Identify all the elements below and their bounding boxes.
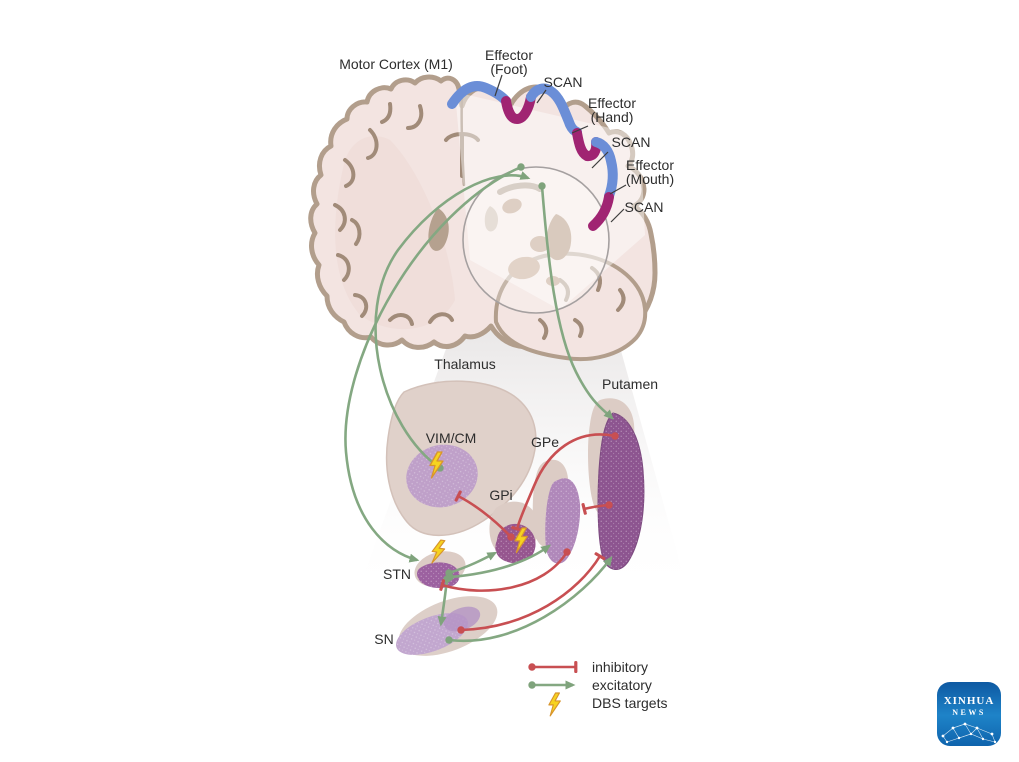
inhibitory-connections [439, 432, 619, 634]
label-scan-2: SCAN [611, 134, 651, 150]
legend-icons [528, 661, 578, 717]
label-leader-lines [494, 74, 627, 223]
connection-cortex-to-putamen [538, 182, 614, 420]
label-thalamus: Thalamus [434, 356, 496, 372]
xinhua-news-logo: XINHUA NEWS [937, 682, 1001, 746]
connection-putamen-to-gpi [511, 432, 619, 532]
band-scan-1 [501, 92, 536, 125]
connection-gpi-to-vimcm [454, 490, 515, 541]
xinhua-network-icon [941, 722, 997, 744]
label-effector-hand-line2: (Hand) [590, 109, 634, 125]
label-stn: STN [383, 566, 411, 582]
label-effector-foot-line2: (Foot) [490, 61, 528, 77]
label-effector-foot-line1: Effector [485, 47, 533, 63]
label-scan-3: SCAN [624, 199, 664, 215]
label-gpi: GPi [489, 487, 513, 503]
connection-putamen-to-gpe [581, 501, 613, 515]
connection-sn-to-putamen-inhibitory [457, 552, 606, 634]
legend-inhibitory-label: inhibitory [592, 659, 649, 675]
label-sn: SN [374, 631, 394, 647]
band-scan-2 [572, 128, 602, 162]
label-motor-cortex: Motor Cortex (M1) [339, 56, 453, 72]
label-effector-mouth-line1: Effector [626, 157, 674, 173]
legend-excitatory-label: excitatory [592, 677, 652, 693]
label-scan-1: SCAN [543, 74, 583, 90]
label-effector-mouth-line2: (Mouth) [625, 171, 675, 187]
connection-cortex-to-stn [344, 163, 525, 563]
legend-dbs-label: DBS targets [592, 695, 668, 711]
basal-ganglia-diagram [385, 380, 645, 664]
label-vim-cm: VIM/CM [425, 430, 477, 446]
label-effector-hand-line1: Effector [588, 95, 636, 111]
legend-dbs-icon [548, 692, 561, 717]
label-gpe: GPe [530, 434, 560, 450]
band-effector-foot [447, 81, 511, 109]
xinhua-logo-news-text: NEWS [952, 708, 986, 717]
band-effector-hand [526, 83, 582, 137]
label-putamen: Putamen [601, 376, 659, 392]
xinhua-logo-text: XINHUA [943, 695, 995, 707]
